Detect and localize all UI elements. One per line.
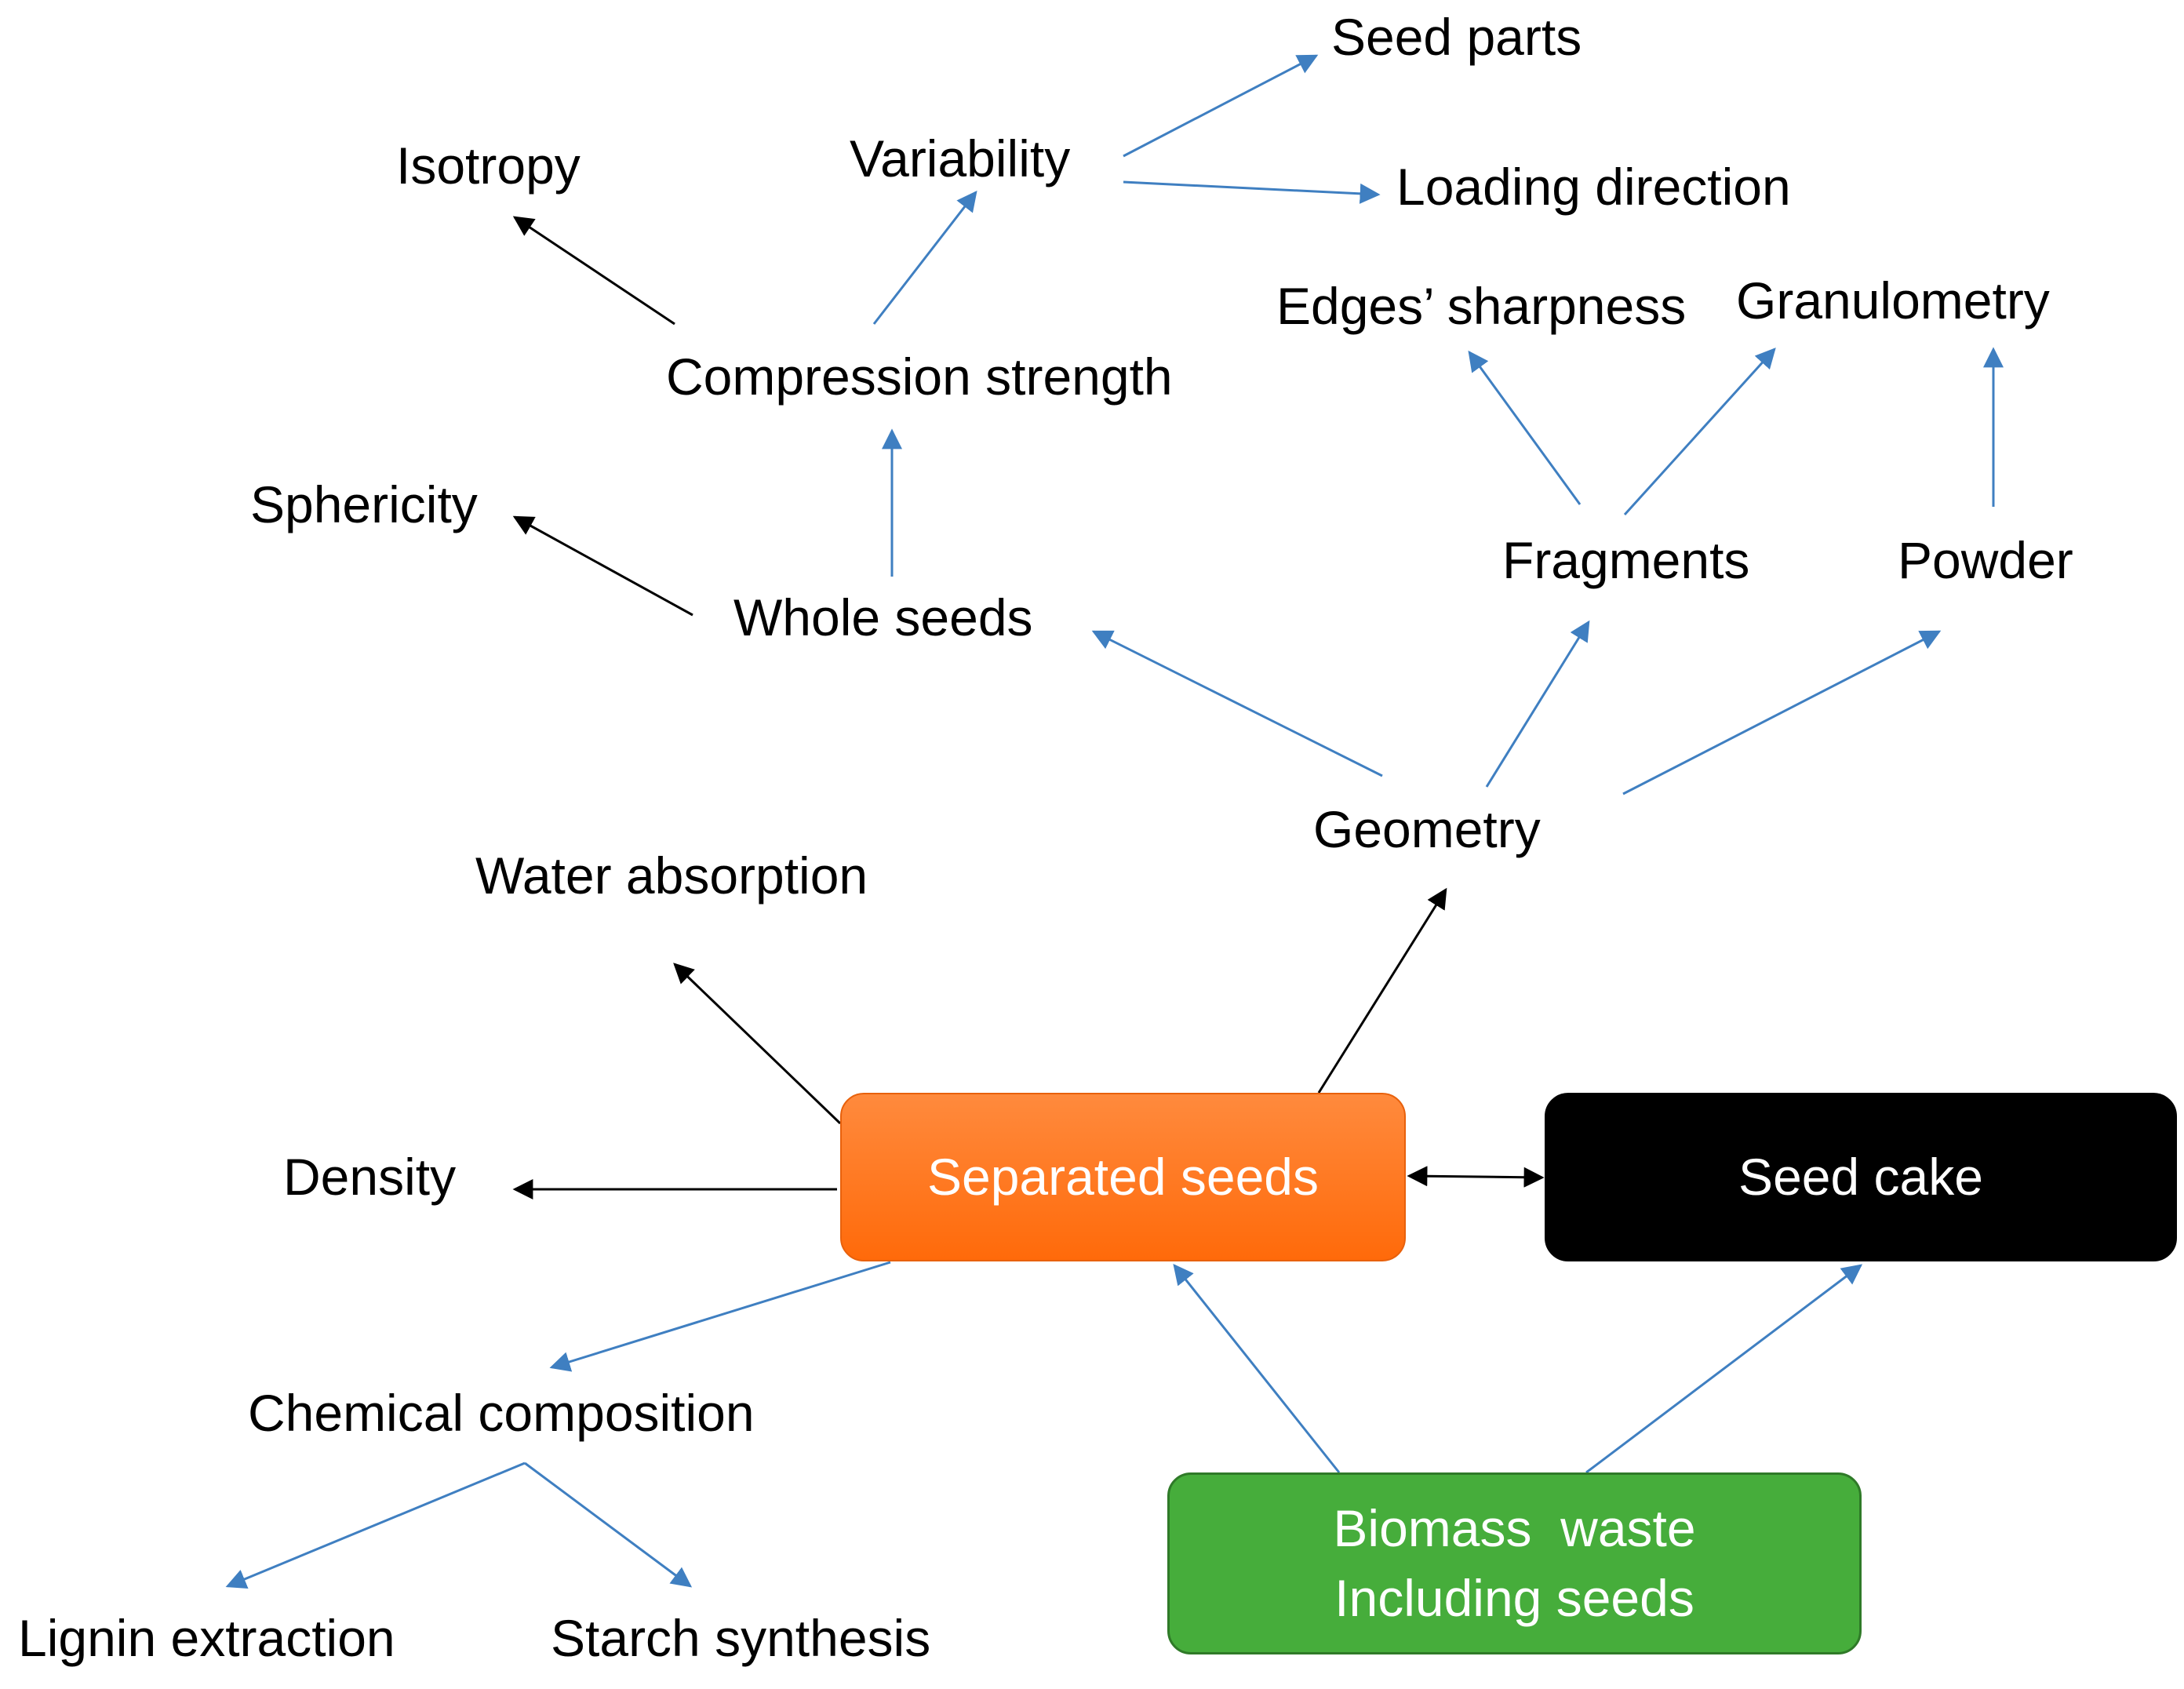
node-seed-parts: Seed parts [1331, 8, 1582, 66]
arrow-fragments-to-edges [1468, 350, 1582, 505]
arrow-compression-to-isotropy [512, 216, 675, 326]
arrow-chemical-to-lignin [225, 1461, 526, 1589]
node-edges-sharpness: Edges’ sharpness [1276, 277, 1687, 335]
node-water-absorption: Water absorption [475, 846, 868, 905]
node-sphericity: Sphericity [250, 475, 478, 533]
node-starch-synthesis: Starch synthesis [551, 1609, 931, 1667]
node-variability: Variability [850, 129, 1071, 187]
arrow-geometry-to-powder [1622, 630, 1942, 795]
arrow-geometry-to-whole-seeds [1091, 630, 1383, 777]
node-chemical-composition: Chemical composition [248, 1384, 755, 1442]
arrow-whole-seeds-to-sphericity [512, 515, 693, 617]
arrow-geometry-to-fragments [1485, 620, 1590, 788]
node-lignin-extraction: Lignin extraction [18, 1609, 395, 1667]
biomass-label-line2: Including seeds [1334, 1569, 1694, 1627]
arrow-chemical-to-starch [524, 1461, 693, 1588]
seed-cake-label: Seed cake [1738, 1147, 1983, 1206]
node-compression-strength: Compression strength [666, 348, 1173, 406]
arrow-variability-to-seed-parts [1123, 54, 1319, 158]
node-geometry: Geometry [1313, 800, 1541, 858]
arrow-biomass-to-separated [1173, 1263, 1341, 1473]
arrow-separated-to-chemical [549, 1261, 891, 1372]
arrow-separated-to-geometry [1317, 887, 1447, 1094]
arrow-separated-to-water-absorption [673, 963, 842, 1125]
node-loading-direction: Loading direction [1396, 158, 1791, 216]
biomass-waste-box: Biomass waste Including seeds [1167, 1472, 1862, 1654]
biomass-label-line1: Biomass waste [1333, 1498, 1696, 1557]
arrow-fragments-to-granulometry [1623, 348, 1776, 516]
separated-seeds-label: Separated seeds [926, 1147, 1320, 1206]
arrow-separated-to-seed-cake [1407, 1166, 1545, 1188]
separated-seeds-box: Separated seeds [840, 1093, 1406, 1261]
node-isotropy: Isotropy [396, 137, 581, 195]
arrow-biomass-to-seed-cake [1585, 1264, 1863, 1474]
node-powder: Powder [1898, 531, 2073, 589]
node-granulometry: Granulometry [1736, 271, 2050, 329]
arrow-variability-to-loading-direction [1123, 180, 1381, 204]
arrow-compression-to-variability [872, 190, 977, 325]
seed-cake-box: Seed cake [1545, 1093, 2177, 1261]
node-whole-seeds: Whole seeds [733, 588, 1033, 646]
node-fragments: Fragments [1502, 531, 1750, 589]
node-density: Density [283, 1148, 457, 1206]
